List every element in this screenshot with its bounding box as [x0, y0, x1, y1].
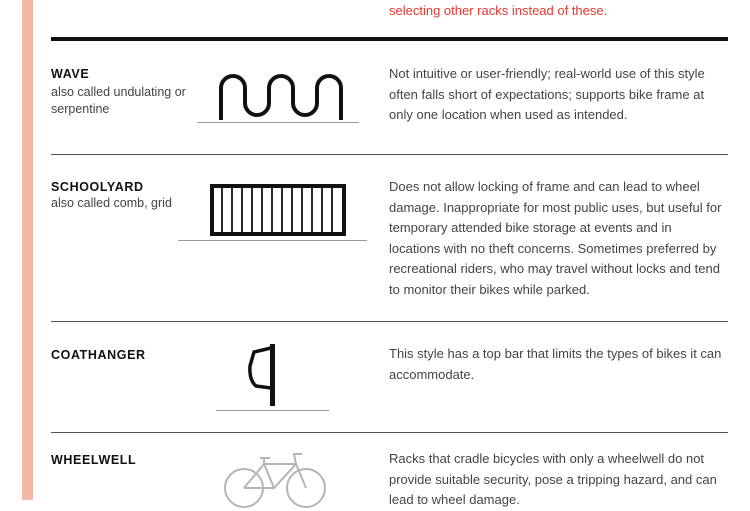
section-divider: [51, 37, 728, 41]
rack-name: SCHOOLYARD: [51, 180, 144, 194]
row-divider: [51, 321, 728, 322]
rack-description: Racks that cradle bicycles with only a w…: [389, 451, 717, 507]
rack-alias: also called comb, grid: [51, 196, 172, 210]
rack-name: WHEELWELL: [51, 453, 137, 467]
bicycle-icon: [224, 453, 326, 508]
rack-name: COATHANGER: [51, 348, 146, 362]
rack-alias: also called undulating or serpentine: [51, 85, 186, 116]
coathanger-rack-icon: [248, 344, 275, 406]
intro-note: selecting other racks instead of these.: [389, 3, 608, 18]
ground-line: [216, 410, 329, 411]
rack-description: Does not allow locking of frame and can …: [389, 179, 722, 297]
rack-name: WAVE: [51, 67, 90, 81]
rack-description: This style has a top bar that limits the…: [389, 346, 722, 382]
accent-side-bar: [22, 0, 33, 500]
ground-line: [178, 240, 367, 241]
wave-rack-icon: [219, 74, 343, 120]
ground-line: [197, 122, 359, 123]
schoolyard-rack-icon: [210, 184, 346, 236]
row-divider: [51, 154, 728, 155]
row-divider: [51, 432, 728, 433]
rack-description: Not intuitive or user-friendly; real-wor…: [389, 66, 705, 122]
